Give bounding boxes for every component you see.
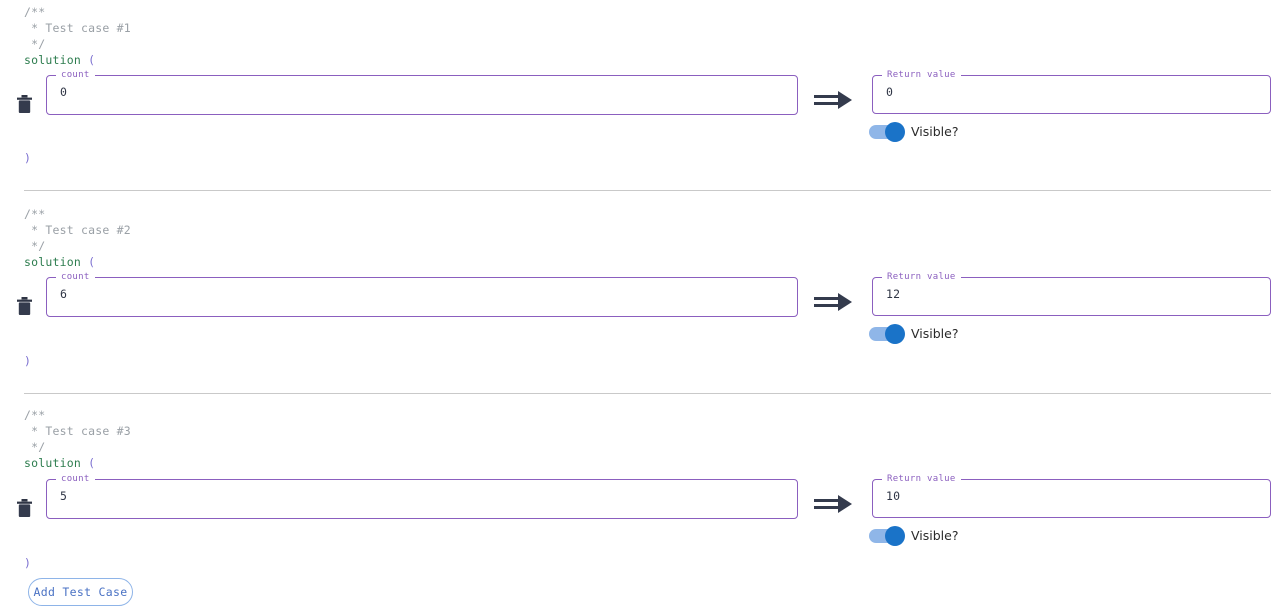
toggle-knob (885, 323, 905, 344)
test-case-row-2: count 6 Return value 12 Visible? (0, 271, 1286, 344)
trash-icon (16, 94, 32, 113)
return-input-value: 0 (886, 85, 894, 99)
count-field-label: count (56, 271, 95, 283)
trash-icon (16, 296, 32, 315)
comment-open: /** (24, 5, 46, 19)
count-input-value: 5 (60, 489, 68, 503)
code-comment-block-1: /** * Test case #1 */ solution ( (0, 4, 131, 68)
count-input-value: 0 (60, 85, 68, 99)
comment-close: */ (24, 440, 46, 454)
toggle-knob (885, 121, 905, 142)
return-input-value: 10 (886, 489, 901, 503)
visible-toggle-group[interactable]: Visible? (869, 121, 959, 142)
return-value-field[interactable]: Return value 0 (872, 69, 1271, 114)
visible-toggle-group[interactable]: Visible? (869, 525, 959, 546)
test-case-divider-1 (24, 190, 1271, 191)
comment-open: /** (24, 207, 46, 221)
double-arrow-right-icon (814, 293, 852, 311)
function-signature: solution ( (24, 254, 131, 270)
close-paren-3: ) (24, 556, 31, 570)
count-input-field[interactable]: count 6 (46, 271, 798, 317)
double-arrow-right-icon (814, 495, 852, 513)
visible-toggle-label: Visible? (911, 326, 959, 341)
visible-toggle-label: Visible? (911, 528, 959, 543)
count-field-label: count (56, 473, 95, 485)
visible-toggle-label: Visible? (911, 124, 959, 139)
comment-title: * Test case #1 (24, 21, 131, 35)
comment-title: * Test case #2 (24, 223, 131, 237)
function-signature: solution ( (24, 52, 131, 68)
visible-toggle[interactable] (869, 121, 905, 142)
return-field-label: Return value (882, 69, 961, 81)
visible-toggle-group[interactable]: Visible? (869, 323, 959, 344)
visible-toggle[interactable] (869, 525, 905, 546)
comment-close: */ (24, 37, 46, 51)
code-comment-block-2: /** * Test case #2 */ solution ( (0, 206, 131, 270)
close-paren-2: ) (24, 354, 31, 368)
close-paren-1: ) (24, 151, 31, 165)
open-paren: ( (81, 456, 96, 470)
count-input-field[interactable]: count 5 (46, 473, 798, 519)
return-field-label: Return value (882, 271, 961, 283)
delete-test-case-button[interactable] (14, 295, 34, 317)
test-case-row-3: count 5 Return value 10 Visible? (0, 473, 1286, 546)
count-field-label: count (56, 69, 95, 81)
add-test-case-button[interactable]: Add Test Case (28, 578, 133, 606)
toggle-knob (885, 525, 905, 546)
comment-open: /** (24, 408, 46, 422)
count-input-field[interactable]: count 0 (46, 69, 798, 115)
return-field-label: Return value (882, 473, 961, 485)
function-name: solution (24, 456, 81, 470)
function-signature: solution ( (24, 455, 131, 471)
test-case-divider-2 (24, 393, 1271, 394)
return-value-field[interactable]: Return value 12 (872, 271, 1271, 316)
double-arrow-right-icon (814, 91, 852, 109)
comment-title: * Test case #3 (24, 424, 131, 438)
delete-test-case-button[interactable] (14, 497, 34, 519)
function-name: solution (24, 255, 81, 269)
open-paren: ( (81, 255, 96, 269)
trash-icon (16, 498, 32, 517)
comment-close: */ (24, 239, 46, 253)
return-value-field[interactable]: Return value 10 (872, 473, 1271, 518)
test-case-row-1: count 0 Return value 0 Visible? (0, 69, 1286, 142)
function-name: solution (24, 53, 81, 67)
code-comment-block-3: /** * Test case #3 */ solution ( (0, 407, 131, 471)
visible-toggle[interactable] (869, 323, 905, 344)
delete-test-case-button[interactable] (14, 93, 34, 115)
return-input-value: 12 (886, 287, 901, 301)
open-paren: ( (81, 53, 96, 67)
count-input-value: 6 (60, 287, 68, 301)
